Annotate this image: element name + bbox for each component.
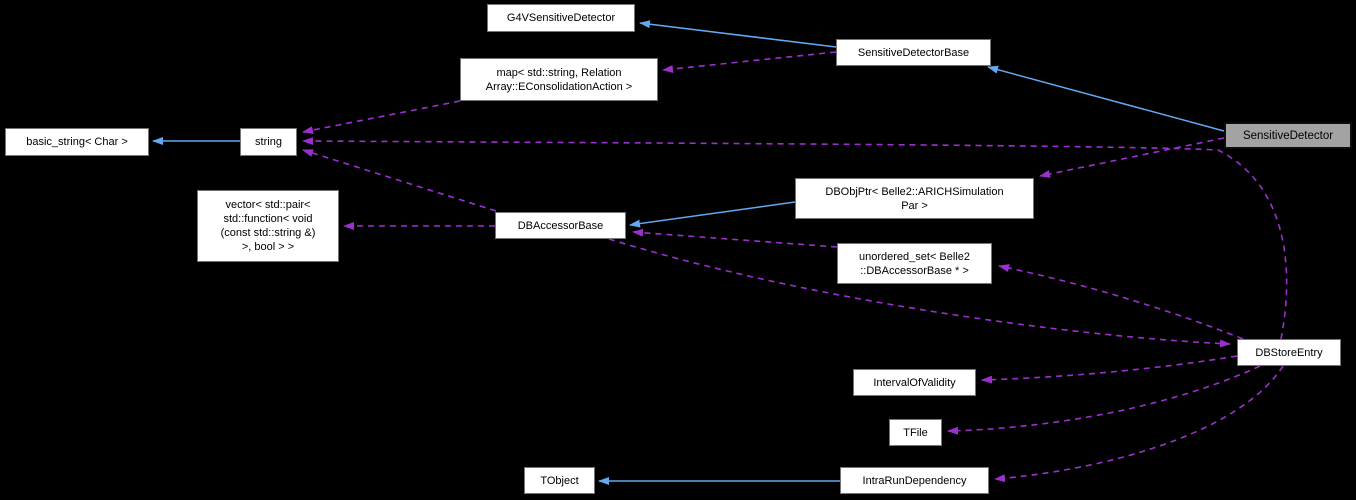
edge-dbstoreentry-uses-tfile [947,365,1261,435]
node-sensitivedetectorbase[interactable]: SensitiveDetectorBase [836,39,991,66]
node-tobject[interactable]: TObject [524,467,595,494]
edge-dbstoreentry-uses-intrarundependency [994,365,1284,483]
node-dbobjptr-arichsimulationpar[interactable]: DBObjPtr< Belle2::ARICHSimulation Par > [795,178,1034,219]
node-intervalofvalidity[interactable]: IntervalOfValidity [853,369,976,396]
edge-dbstoreentry-uses-string [302,137,1288,340]
edge-sensitivedetector-inherits-sensitivedetectorbase [987,65,1225,132]
node-sensitivedetector-current: SensitiveDetector [1224,122,1352,149]
node-dbaccessorbase[interactable]: DBAccessorBase [495,212,626,239]
edge-dbobjptr-inherits-dbaccessorbase [629,201,796,228]
edge-sensitivedetectorbase-inherits-g4vsensitivedetector [639,20,837,48]
node-tfile[interactable]: TFile [889,419,942,446]
edge-map-uses-string [302,100,461,134]
node-vector-pair-function[interactable]: vector< std::pair< std::function< void (… [197,190,339,262]
edge-dbaccessorbase-uses-string [302,149,497,212]
edge-sensitivedetectorbase-uses-map [662,51,837,73]
node-map-relationarray[interactable]: map< std::string, Relation Array::EConso… [460,58,658,101]
node-g4vsensitivedetector[interactable]: G4VSensitiveDetector [487,4,635,32]
edge-dbstoreentry-uses-unordered-set [998,264,1244,340]
edge-sensitivedetector-uses-dbobjptr [1039,137,1225,178]
node-basic-string[interactable]: basic_string< Char > [5,128,149,156]
node-dbstoreentry[interactable]: DBStoreEntry [1237,339,1341,366]
edge-dbstoreentry-uses-intervalofvalidity [981,355,1238,384]
node-unordered-set-dbaccessorbase[interactable]: unordered_set< Belle2 ::DBAccessorBase *… [837,243,992,284]
edge-unordered-set-uses-dbaccessorbase [632,228,838,248]
edge-dbaccessorbase-uses-dbstoreentry [608,238,1231,348]
node-intrarundependency[interactable]: IntraRunDependency [840,467,989,494]
node-string[interactable]: string [240,128,297,156]
